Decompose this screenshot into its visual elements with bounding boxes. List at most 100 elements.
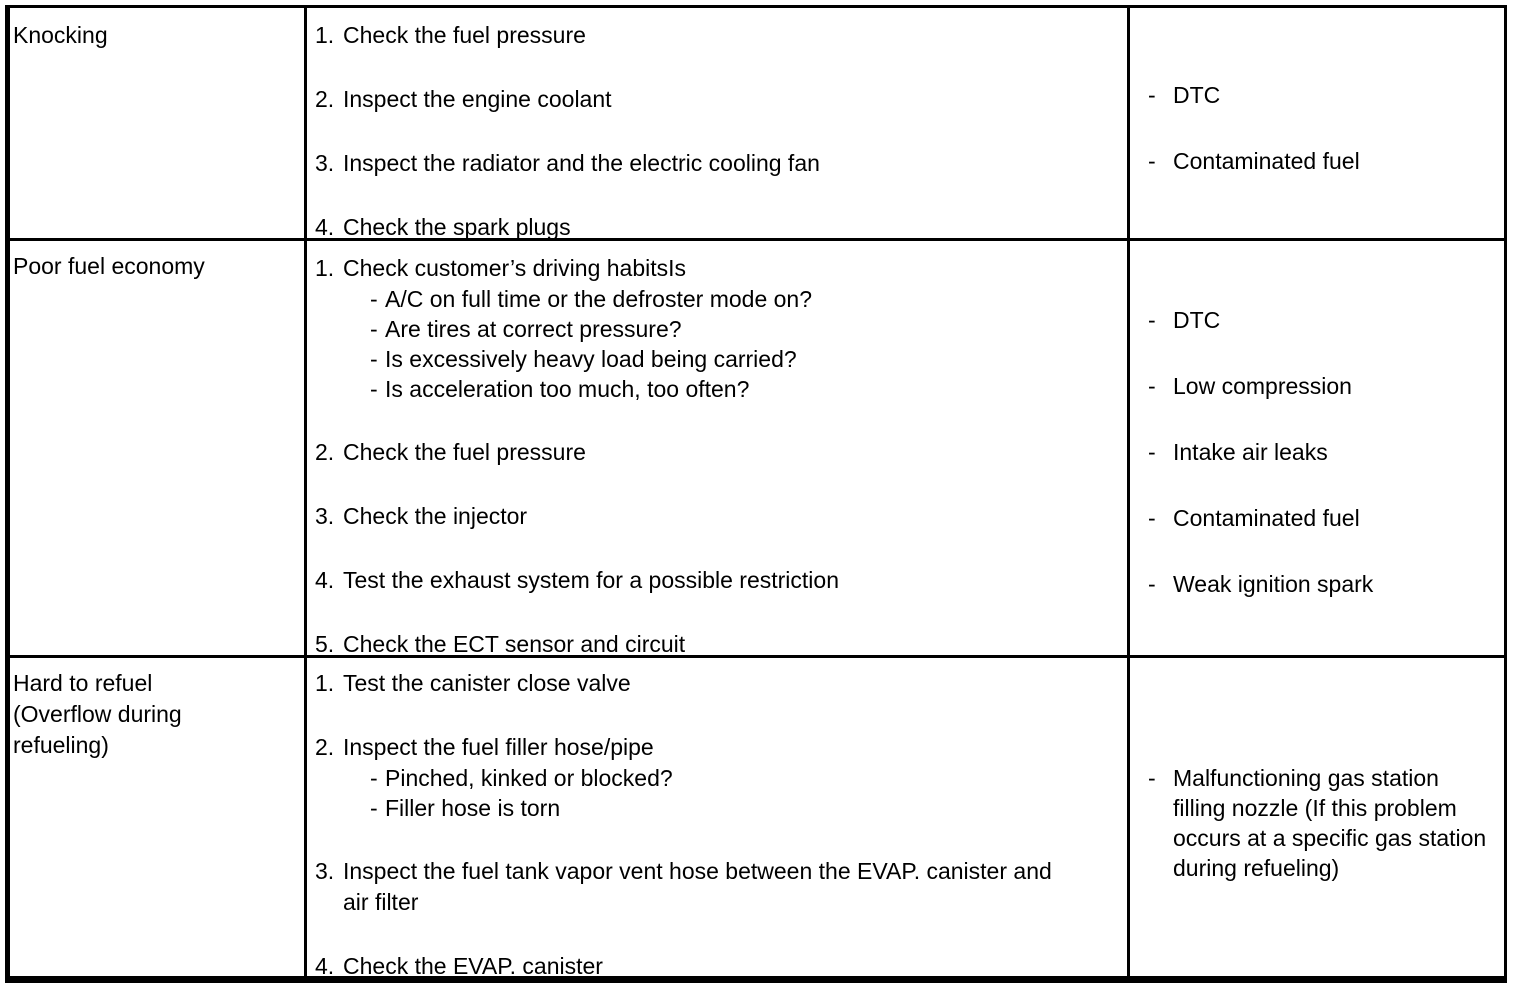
symptom-cell: Knocking bbox=[10, 8, 307, 241]
step-text: Inspect the fuel filler hose/pipe -Pinche… bbox=[343, 732, 1121, 823]
step-text: Inspect the engine coolant bbox=[343, 84, 1121, 115]
step-number: 2. bbox=[315, 86, 335, 112]
inspection-cell: 1. Check the fuel pressure 2. Inspect the e… bbox=[307, 8, 1130, 241]
step-item: 2. Check the fuel pressure bbox=[315, 437, 1121, 468]
dash-bullet: - bbox=[370, 346, 378, 372]
cause-item: -Contaminated fuel bbox=[1148, 503, 1502, 534]
text-line: Weak ignition spark bbox=[1173, 571, 1374, 597]
text-line: Inspect the engine coolant bbox=[343, 86, 612, 112]
step-text: Inspect the radiator and the electric co… bbox=[343, 148, 1121, 179]
text-line: Check customer’s driving habitsIs bbox=[343, 255, 687, 281]
step-number: 1. bbox=[315, 670, 335, 696]
symptom-text: Knocking bbox=[13, 22, 108, 48]
step-number: 3. bbox=[315, 503, 335, 529]
cause-text: Malfunctioning gas station filling nozzle… bbox=[1173, 763, 1486, 883]
text-line: Are tires at correct pressure? bbox=[385, 316, 682, 342]
text-line: Test the exhaust system for a possible r… bbox=[343, 567, 839, 593]
step-text: Check the EVAP. canister bbox=[343, 951, 1121, 976]
step-number: 3. bbox=[315, 150, 335, 176]
step-text: Check the fuel pressure bbox=[343, 437, 1121, 468]
sub-text: Are tires at correct pressure? bbox=[385, 314, 1121, 344]
symptom-text: refueling) bbox=[13, 732, 109, 758]
text-line: Inspect the radiator and the electric co… bbox=[343, 150, 820, 176]
step-number: 4. bbox=[315, 214, 335, 240]
text-line: Check the ECT sensor and circuit bbox=[343, 631, 686, 657]
text-line: Test the canister close valve bbox=[343, 670, 631, 696]
text-line: during refueling) bbox=[1173, 855, 1340, 881]
sub-text: A/C on full time or the defroster mode o… bbox=[385, 284, 1121, 314]
text-line: Is acceleration too much, too often? bbox=[385, 376, 750, 402]
text-line: filling nozzle (If this problem bbox=[1173, 795, 1457, 821]
causes-cell: -Malfunctioning gas station filling nozzl… bbox=[1130, 658, 1504, 976]
text-line: Inspect the fuel filler hose/pipe bbox=[343, 734, 654, 760]
step-text: Inspect the fuel tank vapor vent hose be… bbox=[343, 856, 1121, 918]
sub-item: -A/C on full time or the defroster mode … bbox=[343, 284, 1121, 314]
step-text: Check the ECT sensor and circuit bbox=[343, 629, 1121, 657]
dash-bullet: - bbox=[1148, 571, 1156, 597]
text-line: DTC bbox=[1173, 82, 1221, 108]
text-line: Intake air leaks bbox=[1173, 439, 1328, 465]
dash-bullet: - bbox=[1148, 765, 1156, 791]
text-line: Check the fuel pressure bbox=[343, 439, 586, 465]
cause-text: DTC bbox=[1173, 305, 1220, 336]
cause-text: Weak ignition spark bbox=[1173, 569, 1373, 600]
step-item: 1. Test the canister close valve bbox=[315, 668, 1121, 699]
cause-text: Contaminated fuel bbox=[1173, 503, 1360, 534]
step-item: 1.Check customer’s driving habitsIs-A/C … bbox=[315, 253, 1121, 404]
cause-item: -Malfunctioning gas station filling nozzl… bbox=[1148, 763, 1502, 883]
cause-item: -Weak ignition spark bbox=[1148, 569, 1502, 600]
sub-item: -Filler hose is torn bbox=[343, 793, 1121, 823]
step-number: 1. bbox=[315, 255, 335, 281]
step-text: Test the exhaust system for a possible r… bbox=[343, 565, 1121, 596]
causes-cell: -DTC-Contaminated fuel bbox=[1130, 8, 1504, 241]
cause-text: Intake air leaks bbox=[1173, 437, 1328, 468]
dash-bullet: - bbox=[1148, 82, 1156, 108]
cause-item: -Intake air leaks bbox=[1148, 437, 1502, 468]
troubleshooting-table: Knocking 1. Check the fuel pressure 2. Inspe… bbox=[10, 8, 1504, 976]
sub-text: Pinched, kinked or blocked? bbox=[385, 763, 1121, 793]
text-line: Is excessively heavy load being carried? bbox=[385, 346, 797, 372]
step-number: 3. bbox=[315, 858, 335, 884]
text-line: Malfunctioning gas station bbox=[1173, 765, 1439, 791]
text-line: Inspect the fuel tank vapor vent hose be… bbox=[343, 858, 1052, 884]
text-line: Check the spark plugs bbox=[343, 214, 571, 240]
step-item: 3. Check the injector bbox=[315, 501, 1121, 532]
symptom-text: Poor fuel economy bbox=[13, 253, 205, 279]
cause-text: Low compression bbox=[1173, 371, 1352, 402]
troubleshooting-table-frame: Knocking 1. Check the fuel pressure 2. Inspe… bbox=[5, 5, 1507, 983]
text-line: Check the injector bbox=[343, 503, 528, 529]
text-line: A/C on full time or the defroster mode o… bbox=[385, 286, 812, 312]
step-text: Check the injector bbox=[343, 501, 1121, 532]
cause-item: -DTC bbox=[1148, 305, 1502, 336]
step-number: 2. bbox=[315, 734, 335, 760]
step-item: 3. Inspect the radiator and the electric … bbox=[315, 148, 1121, 179]
symptom-cell: Poor fuel economy bbox=[10, 241, 307, 658]
sub-item: -Pinched, kinked or blocked? bbox=[343, 763, 1121, 793]
text-line: Check the EVAP. canister bbox=[343, 953, 603, 976]
sub-item: -Is excessively heavy load being carried… bbox=[343, 344, 1121, 374]
dash-bullet: - bbox=[1148, 148, 1156, 174]
text-line: Low compression bbox=[1173, 373, 1352, 399]
cause-item: -DTC bbox=[1148, 80, 1502, 111]
step-number: 2. bbox=[315, 439, 335, 465]
cause-item: -Low compression bbox=[1148, 371, 1502, 402]
step-number: 4. bbox=[315, 953, 335, 976]
cause-item: -Contaminated fuel bbox=[1148, 146, 1502, 177]
symptom-text: (Overflow during bbox=[13, 701, 182, 727]
step-item: 1. Check the fuel pressure bbox=[315, 20, 1121, 51]
cause-text: Contaminated fuel bbox=[1173, 146, 1360, 177]
step-item: 4. Test the exhaust system for a possible… bbox=[315, 565, 1121, 596]
step-text: Check the spark plugs bbox=[343, 212, 1121, 240]
dash-bullet: - bbox=[1148, 505, 1156, 531]
step-text: Test the canister close valve bbox=[343, 668, 1121, 699]
step-number: 1. bbox=[315, 22, 335, 48]
text-line: Contaminated fuel bbox=[1173, 505, 1360, 531]
dash-bullet: - bbox=[1148, 439, 1156, 465]
step-item: 2. Inspect the fuel filler hose/pipe -Pinc… bbox=[315, 732, 1121, 823]
dash-bullet: - bbox=[370, 765, 378, 791]
step-item: 3. Inspect the fuel tank vapor vent hose … bbox=[315, 856, 1121, 918]
text-line: Check the fuel pressure bbox=[343, 22, 586, 48]
step-number: 4. bbox=[315, 567, 335, 593]
dash-bullet: - bbox=[370, 376, 378, 402]
